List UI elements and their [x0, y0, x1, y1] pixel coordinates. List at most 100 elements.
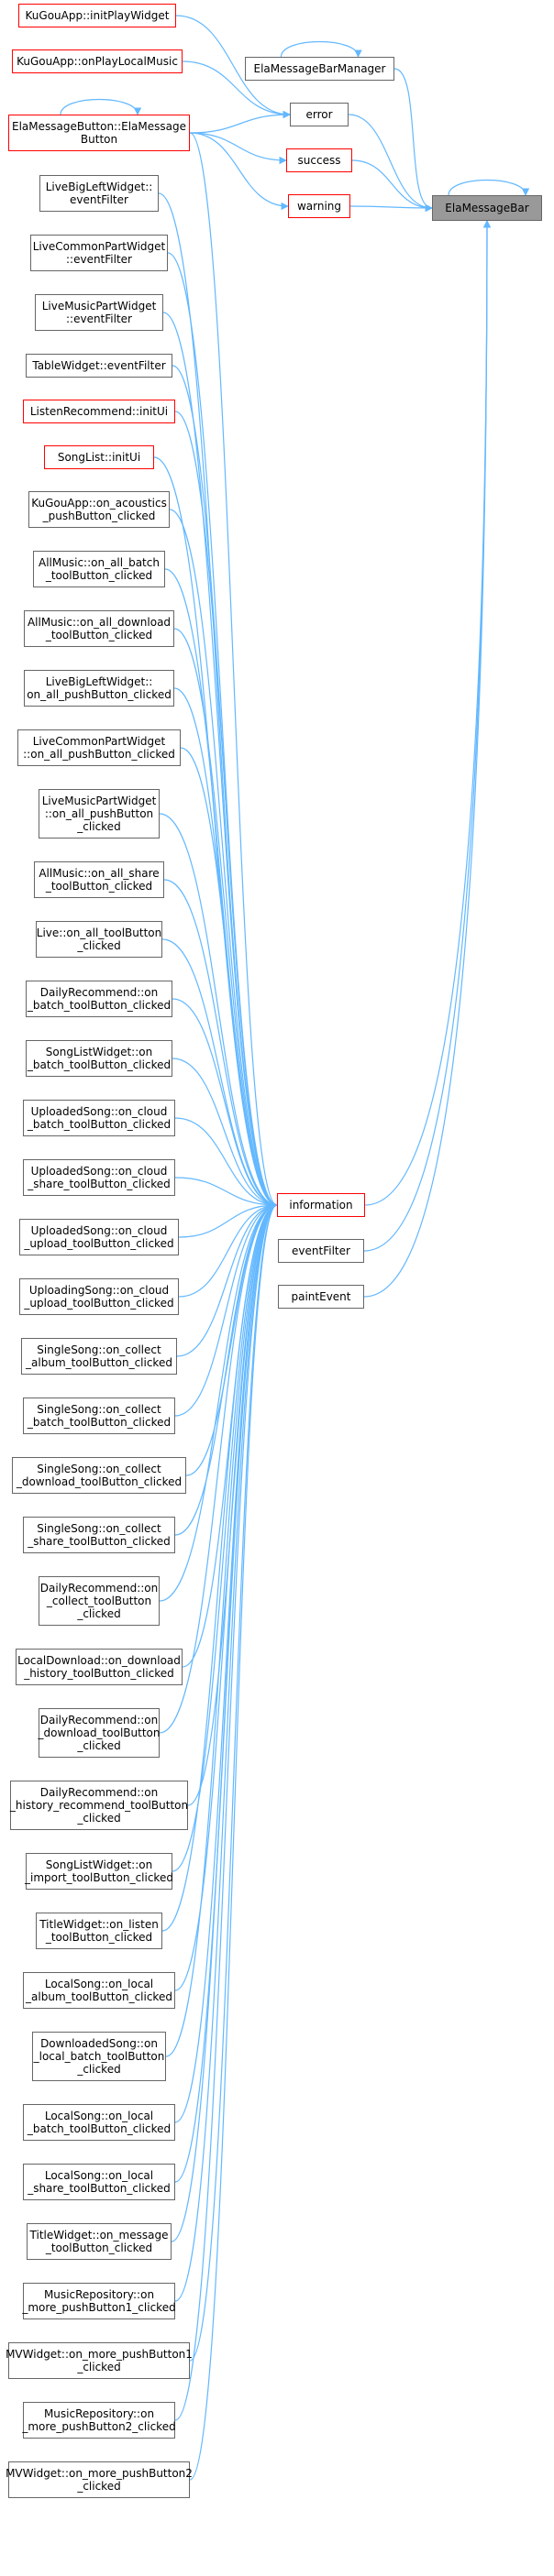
edge-singlesong-collectbatch-to-information [174, 1200, 278, 1417]
node-livecommonpart-eventfilter[interactable]: LiveCommonPartWidget ::eventFilter [30, 235, 168, 271]
node-information[interactable]: information [277, 1193, 365, 1217]
edge-allmusic-share-to-information [163, 879, 278, 1210]
edge-localsong-album-to-information [174, 1200, 278, 1991]
node-localsong-share[interactable]: LocalSong::on_local _share_toolButton_cl… [23, 2164, 175, 2200]
node-livebigleft-eventfilter[interactable]: LiveBigLeftWidget:: eventFilter [39, 175, 159, 212]
edge-titlewidget-message-to-information [171, 1200, 278, 2242]
edge-singlesong-collectshare-to-information [174, 1200, 278, 1536]
edge-information-to-elamessagebar [364, 220, 492, 1206]
edge-livecommonpart-allpush-to-information [180, 747, 278, 1210]
edge-allmusic-download-to-information [173, 628, 278, 1210]
edge-paintevent-to-elamessagebar [363, 220, 492, 1298]
node-livemusicpart-allpush[interactable]: LiveMusicPartWidget ::on_all_pushButton … [39, 789, 160, 839]
node-singlesong-collectalbum[interactable]: SingleSong::on_collect _album_toolButton… [21, 1338, 177, 1375]
edge-uploadedsong-cloudbatch-to-information [174, 1117, 278, 1210]
edge-dailyrecommend-collect-to-information [159, 1200, 278, 1602]
edge-listenrecommend-initui-to-information [174, 411, 278, 1210]
node-uploadedsong-cloudbatch[interactable]: UploadedSong::on_cloud _batch_toolButton… [23, 1100, 175, 1136]
node-livecommonpart-allpush[interactable]: LiveCommonPartWidget ::on_all_pushButton… [17, 729, 181, 766]
node-singlesong-collectshare[interactable]: SingleSong::on_collect _share_toolButton… [23, 1517, 175, 1553]
edge-kugou-onplaylocalmusic-to-error [182, 60, 291, 119]
edge-elamessagebutton-to-information [189, 132, 278, 1210]
edge-dailyrecommend-batch-to-information [172, 998, 278, 1210]
node-localsong-album[interactable]: LocalSong::on_local _album_toolButton_cl… [23, 1972, 175, 2009]
node-allmusic-batch[interactable]: AllMusic::on_all_batch _toolButton_click… [33, 551, 165, 587]
node-uploadedsong-cloudshare[interactable]: UploadedSong::on_cloud _share_toolButton… [23, 1159, 175, 1196]
node-mvwidget-more1[interactable]: MVWidget::on_more_pushButton1 _clicked [6, 2342, 193, 2379]
node-downloadedsong-localbatch[interactable]: DownloadedSong::on _local_batch_toolButt… [32, 2032, 166, 2081]
edge-musicrepository-more1-to-information [174, 1200, 278, 2302]
node-listenrecommend-initui[interactable]: ListenRecommend::initUi [23, 400, 175, 423]
node-titlewidget-message[interactable]: TitleWidget::on_message _toolButton_clic… [27, 2223, 172, 2260]
node-tablewidget-eventfilter[interactable]: TableWidget::eventFilter [26, 354, 172, 378]
node-kugou-onplaylocalmusic[interactable]: KuGouApp::onPlayLocalMusic [12, 49, 183, 73]
edge-kugou-acoustics-to-information [169, 509, 278, 1210]
edge-elamessagebarmanager-to-elamessagebar [393, 68, 433, 213]
edge-warning-to-elamessagebar [349, 203, 433, 213]
edge-localsong-batch-to-information [174, 1200, 278, 2123]
edge-mvwidget-more1-to-information [189, 1201, 278, 2362]
node-dailyrecommend-history[interactable]: DailyRecommend::on _history_recommend_to… [10, 1781, 188, 1830]
node-localdownload-history[interactable]: LocalDownload::on_download _history_tool… [16, 1649, 183, 1685]
node-allmusic-download[interactable]: AllMusic::on_all_download _toolButton_cl… [24, 610, 174, 647]
edge-livecommonpart-eventfilter-to-information [167, 252, 278, 1210]
edge-eventfilter-to-elamessagebar [363, 220, 492, 1252]
node-livebigleft-allpush[interactable]: LiveBigLeftWidget:: on_all_pushButton_cl… [24, 670, 174, 707]
node-songlist-initui[interactable]: SongList::initUi [44, 445, 154, 469]
node-kugou-acoustics[interactable]: KuGouApp::on_acoustics _pushButton_click… [28, 491, 170, 528]
node-error[interactable]: error [290, 103, 349, 126]
node-elamessagebarmanager[interactable]: ElaMessageBarManager [245, 57, 394, 81]
node-success[interactable]: success [286, 148, 352, 172]
edge-livebigleft-eventfilter-to-information [158, 192, 278, 1210]
node-dailyrecommend-collect[interactable]: DailyRecommend::on _collect_toolButton _… [39, 1576, 160, 1626]
edge-dailyrecommend-download-to-information [159, 1200, 278, 1734]
edge-livemusicpart-eventfilter-to-information [162, 312, 278, 1210]
edge-success-to-elamessagebar [351, 159, 433, 213]
node-paintevent[interactable]: paintEvent [278, 1285, 364, 1309]
node-elamessagebutton[interactable]: ElaMessageButton::ElaMessage Button [8, 115, 190, 151]
edge-elamessagebutton-to-elamessagebutton [60, 98, 142, 115]
edge-uploadedsong-cloudupload-to-information [178, 1200, 278, 1238]
node-kugou-initplaywidget[interactable]: KuGouApp::initPlayWidget [18, 4, 176, 27]
edge-uploadedsong-cloudshare-to-information [174, 1177, 278, 1210]
edge-elamessagebarmanager-to-elamessagebarmanager [280, 40, 362, 58]
edge-error-to-elamessagebar [348, 114, 433, 213]
edge-elamessagebutton-to-error [189, 110, 291, 134]
node-dailyrecommend-download[interactable]: DailyRecommend::on _download_toolButton … [39, 1708, 160, 1758]
node-elamessagebar[interactable]: ElaMessageBar [432, 195, 542, 221]
node-localsong-batch[interactable]: LocalSong::on_local _batch_toolButton_cl… [23, 2104, 175, 2141]
edge-titlewidget-listen-to-information [161, 1200, 278, 1932]
node-musicrepository-more2[interactable]: MusicRepository::on _more_pushButton2_cl… [22, 2402, 176, 2439]
node-live-alltool[interactable]: Live::on_all_toolButton _clicked [36, 921, 162, 958]
node-livemusicpart-eventfilter[interactable]: LiveMusicPartWidget ::eventFilter [35, 294, 163, 331]
node-songlistwidget-import[interactable]: SongListWidget::on _import_toolButton_cl… [25, 1853, 173, 1890]
node-songlistwidget-batch[interactable]: SongListWidget::on _batch_toolButton_cli… [26, 1040, 172, 1077]
node-singlesong-collectdownload[interactable]: SingleSong::on_collect _download_toolBut… [12, 1457, 186, 1494]
node-musicrepository-more1[interactable]: MusicRepository::on _more_pushButton1_cl… [22, 2283, 176, 2319]
node-titlewidget-listen[interactable]: TitleWidget::on_listen _toolButton_click… [36, 1913, 162, 1949]
edge-kugou-initplaywidget-to-error [175, 15, 291, 119]
node-warning[interactable]: warning [288, 194, 350, 218]
edge-elamessagebutton-to-warning [189, 132, 289, 211]
edge-mvwidget-more2-to-information [189, 1201, 278, 2481]
node-mvwidget-more2[interactable]: MVWidget::on_more_pushButton2 _clicked [6, 2461, 193, 2498]
node-uploadedsong-cloudupload[interactable]: UploadedSong::on_cloud _upload_toolButto… [19, 1219, 179, 1255]
edge-livemusicpart-allpush-to-information [159, 813, 278, 1210]
edge-songlistwidget-import-to-information [172, 1200, 278, 1872]
node-dailyrecommend-batch[interactable]: DailyRecommend::on _batch_toolButton_cli… [26, 981, 172, 1017]
edge-elamessagebutton-to-success [189, 132, 287, 165]
edge-songlistwidget-batch-to-information [172, 1058, 278, 1210]
edge-allmusic-batch-to-information [164, 568, 278, 1210]
node-singlesong-collectbatch[interactable]: SingleSong::on_collect _batch_toolButton… [23, 1398, 175, 1434]
edge-downloadedsong-localbatch-to-information [165, 1200, 278, 2057]
edge-singlesong-collectdownload-to-information [185, 1200, 278, 1476]
edge-elamessagebar-to-elamessagebar [448, 179, 530, 196]
edge-singlesong-collectalbum-to-information [176, 1200, 278, 1357]
node-eventfilter[interactable]: eventFilter [278, 1239, 364, 1263]
node-uploadingsong-cloudupload[interactable]: UploadingSong::on_cloud _upload_toolButt… [19, 1278, 179, 1315]
edge-musicrepository-more2-to-information [174, 1200, 278, 2421]
edge-uploadingsong-cloudupload-to-information [178, 1200, 278, 1298]
node-allmusic-share[interactable]: AllMusic::on_all_share _toolButton_click… [34, 861, 164, 898]
